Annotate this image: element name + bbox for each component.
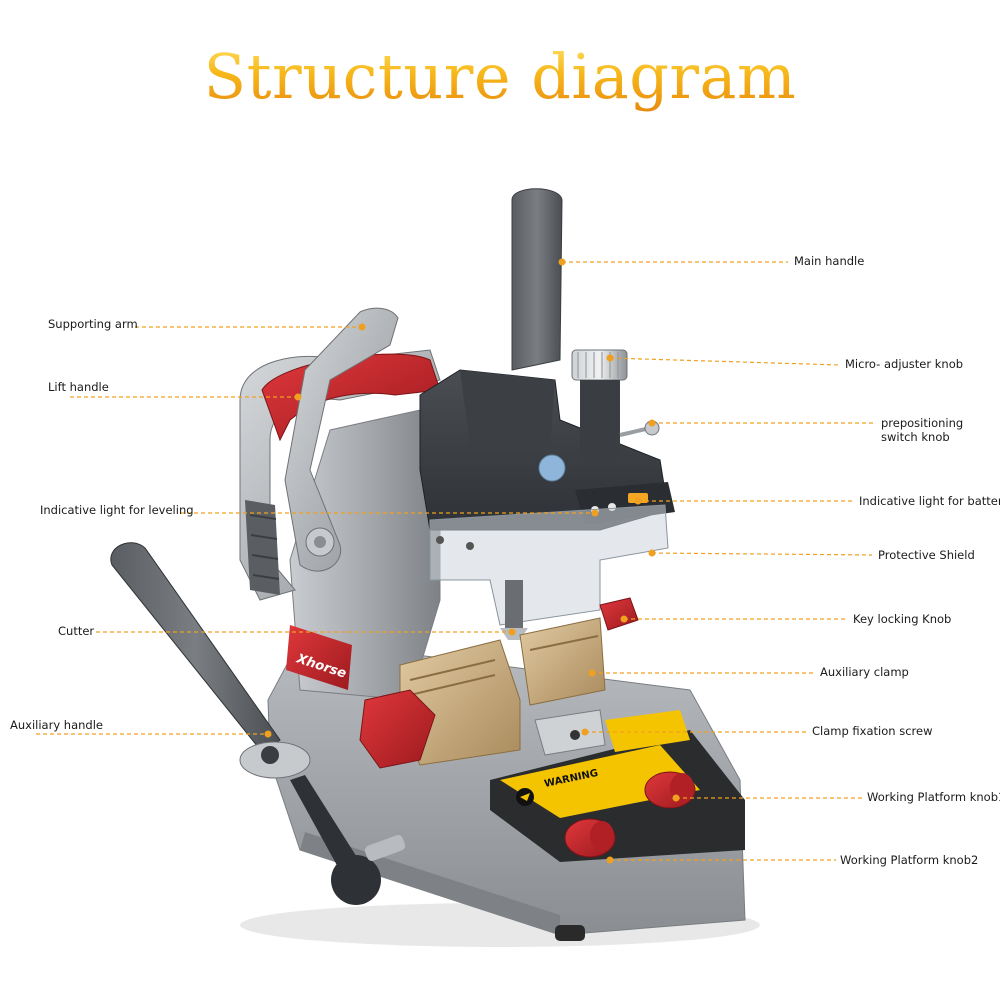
label-prepositioning-switch-knob: prepositioning switch knob	[881, 416, 964, 444]
label-clamp-fixation-screw: Clamp fixation screw	[812, 724, 933, 738]
label-protective-shield: Protective Shield	[878, 548, 975, 562]
base-foot	[555, 925, 585, 941]
page-title: Structure diagram	[0, 40, 1000, 113]
cutter	[505, 580, 523, 628]
main-handle	[511, 188, 563, 371]
clamp-fixation-plate	[534, 709, 606, 756]
working-platform-knob1	[644, 771, 696, 809]
label-lift-handle: Lift handle	[48, 380, 109, 394]
clamp-red-knob	[359, 689, 436, 769]
dot-working-platform-knob1	[672, 794, 680, 802]
xhorse-logo: Xhorse	[286, 625, 352, 690]
label-auxiliary-handle: Auxiliary handle	[10, 718, 103, 732]
dot-micro-adjuster-knob	[606, 354, 614, 362]
dot-key-locking-knob	[620, 615, 628, 623]
dot-protective-shield	[648, 549, 656, 557]
dot-indicative-light-leveling	[591, 509, 599, 517]
arm-grip	[245, 500, 280, 595]
label-key-locking-knob: Key locking Knob	[853, 612, 952, 626]
dot-prepositioning-switch-knob	[648, 419, 656, 427]
leader-protective-shield	[651, 552, 873, 556]
label-auxiliary-clamp: Auxiliary clamp	[820, 665, 909, 679]
caution-sticker	[605, 710, 690, 752]
aux-lever	[290, 775, 365, 880]
leader-micro-adjuster-knob	[609, 357, 841, 366]
aux-lever-ball	[331, 855, 381, 905]
clamp-fixation-screw	[570, 730, 580, 740]
key-locking-knob	[599, 597, 639, 631]
label-indicative-light-leveling: Indicative light for leveling	[40, 503, 194, 517]
dot-indicative-light-battery	[634, 497, 642, 505]
dot-cutter	[508, 628, 516, 636]
dot-auxiliary-clamp	[588, 669, 596, 677]
label-main-handle: Main handle	[794, 254, 865, 268]
head-top	[460, 370, 555, 450]
dot-main-handle	[558, 258, 566, 266]
label-cutter: Cutter	[58, 624, 95, 638]
label-working-platform-knob1: Working Platform knob1	[867, 790, 1000, 804]
working-platform-knob2	[564, 818, 616, 858]
protective-shield	[429, 504, 669, 626]
adjuster-column	[580, 380, 620, 460]
dot-supporting-arm	[358, 323, 366, 331]
label-working-platform-knob2: Working Platform knob2	[840, 853, 979, 867]
dot-clamp-fixation-screw	[581, 728, 589, 736]
dot-lift-handle	[294, 393, 302, 401]
dot-auxiliary-handle	[264, 730, 272, 738]
auxiliary-handle	[110, 542, 281, 753]
dot-working-platform-knob2	[606, 856, 614, 864]
power-indicator	[538, 454, 566, 482]
supporting-arm	[284, 307, 399, 572]
label-indicative-light-battery: Indicative light for battery	[859, 494, 1000, 508]
label-micro-adjuster-knob: Micro- adjuster knob	[845, 357, 964, 371]
label-supporting-arm: Supporting arm	[48, 317, 138, 331]
